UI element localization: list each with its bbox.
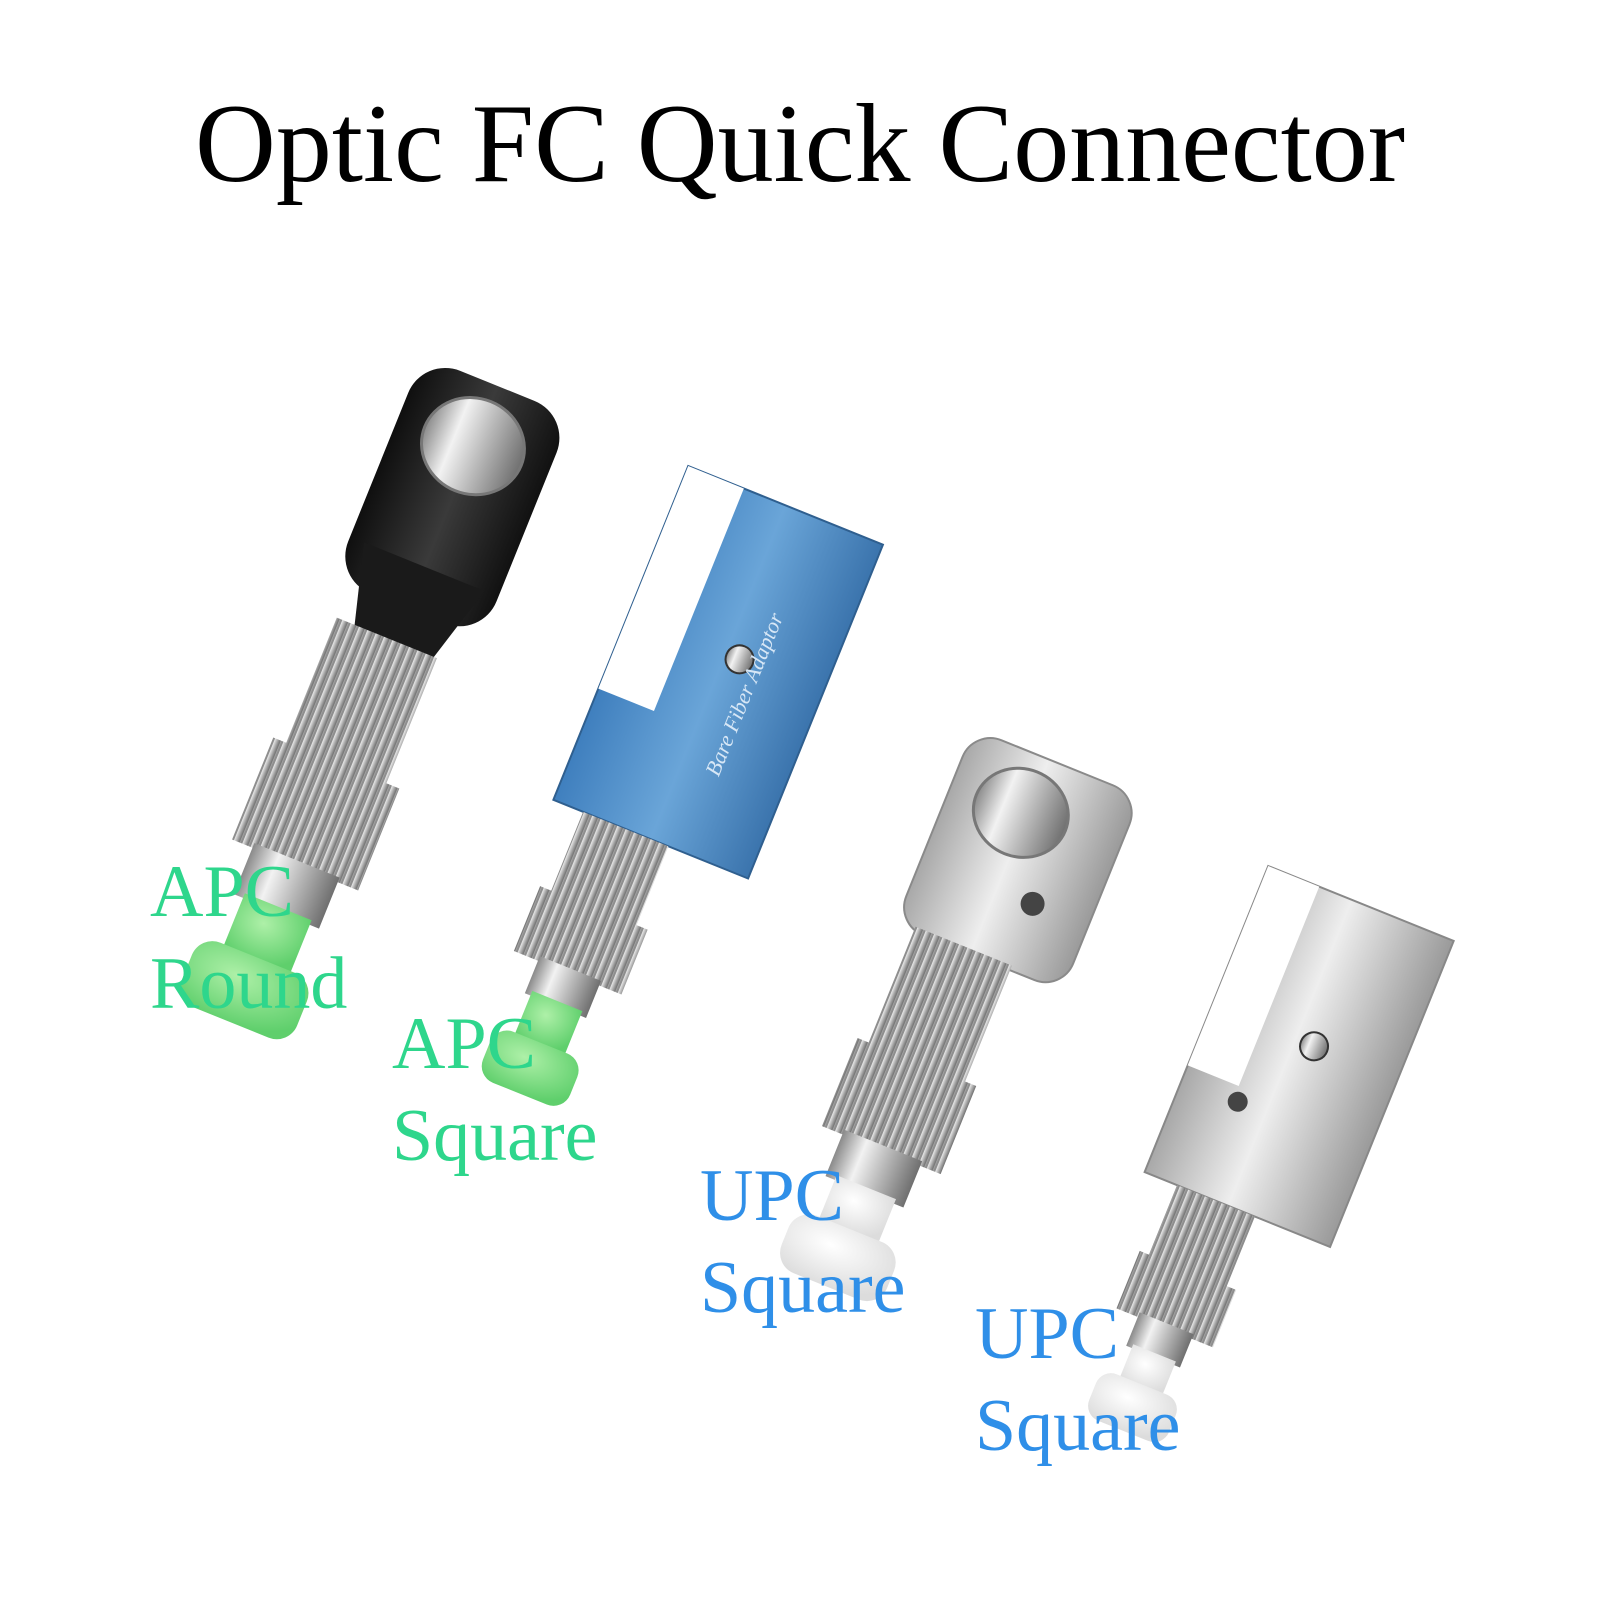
label-upc-square-2: UPC Square: [975, 1288, 1181, 1472]
label-apc-square: APC Square: [392, 998, 598, 1182]
apc-square-connector: [481, 464, 885, 1106]
page-title: Optic FC Quick Connector: [194, 82, 1406, 206]
label-shape: Square: [700, 1247, 906, 1329]
label-type: UPC: [975, 1293, 1119, 1375]
label-type: UPC: [700, 1155, 844, 1237]
label-shape: Round: [150, 943, 348, 1025]
label-upc-square-1: UPC Square: [700, 1150, 906, 1334]
upc-square-connector-1: [780, 737, 1133, 1302]
label-apc-round: APC Round: [150, 846, 347, 1030]
upc-square-connector-2: [1088, 864, 1455, 1443]
label-type: APC: [150, 851, 294, 933]
label-type: APC: [392, 1003, 536, 1085]
label-shape: Square: [392, 1095, 598, 1177]
apc-round-connector: [180, 367, 560, 1040]
label-shape: Square: [975, 1385, 1181, 1467]
